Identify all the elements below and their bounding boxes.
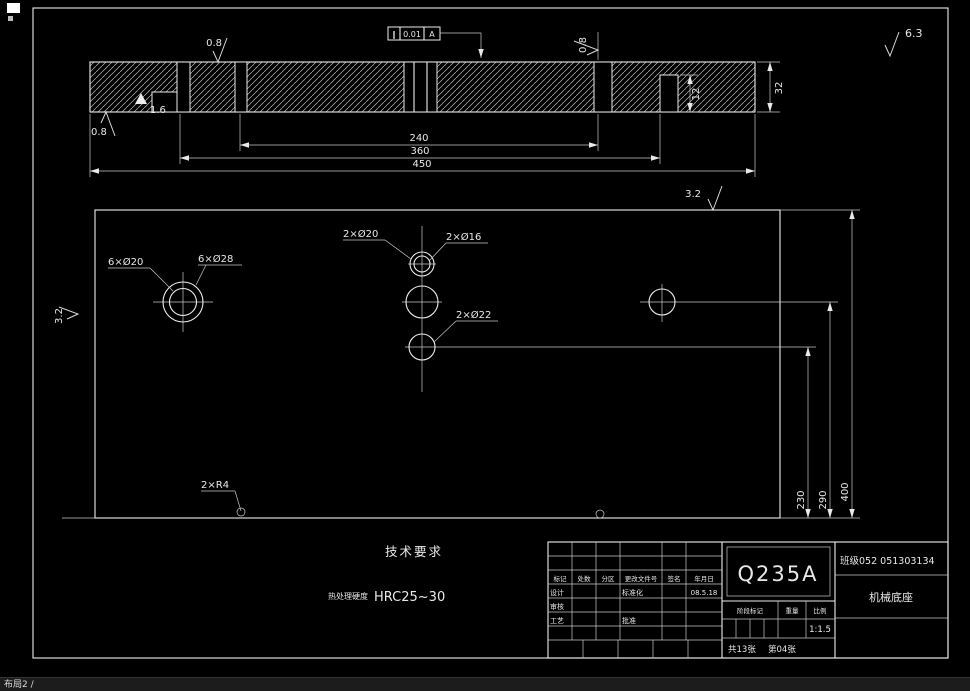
hardness-label: 热处理硬度 (328, 591, 368, 601)
dim-32: 32 (774, 82, 785, 95)
layout-tab[interactable]: 布局2 / (4, 680, 34, 690)
section-slot-2 (234, 61, 248, 113)
roughness-check-icon (212, 37, 228, 64)
row-standard: 标准化 (622, 588, 643, 597)
dim-290: 290 (818, 490, 829, 509)
dim-400: 400 (840, 482, 851, 501)
bottom-edge-mark (595, 509, 605, 519)
row-design: 设计 (550, 588, 564, 597)
hole-2x16 (413, 255, 431, 273)
tech-requirements-heading: 技术要求 (385, 544, 443, 559)
hole-right (648, 288, 676, 316)
plan-hole-labels: 6×Ø20 6×Ø28 2×Ø20 2×Ø16 2×Ø22 2×R4 (108, 228, 498, 512)
roughness-check-icon (58, 306, 80, 320)
drawing-border (32, 7, 949, 659)
roughness-step: 1.6 (150, 105, 166, 116)
feature-control-frame: ∥ 0.01 A (387, 26, 484, 58)
dim-450: 450 (412, 159, 431, 170)
roughness-general: 6.3 (905, 27, 923, 40)
roughness-slot: 0.8 (578, 37, 589, 53)
dim-12: 12 (691, 88, 702, 101)
col-sign: 签名 (668, 574, 681, 583)
datum-triangle-icon (135, 93, 147, 104)
fcf-leader (440, 32, 484, 58)
statusbar: 布局2 / (0, 677, 970, 691)
r4-notch (236, 507, 246, 517)
fcf-datum: A (429, 30, 435, 39)
label-6x28: 6×Ø28 (198, 253, 233, 265)
section-dimension-lines (90, 62, 773, 174)
col-zone: 分区 (602, 574, 616, 583)
scale-label: 比例 (814, 606, 827, 615)
col-mark: 标记 (554, 574, 568, 583)
label-2xr4: 2×R4 (201, 480, 229, 491)
part-name: 机械底座 (869, 590, 913, 604)
fcf-symbol: ∥ (392, 30, 396, 39)
roughness-bottom-left: 0.8 (91, 127, 107, 138)
weight-label: 重量 (786, 607, 800, 615)
label-2x22: 2×Ø22 (456, 309, 491, 321)
roughness-check-icon (884, 31, 900, 58)
hole-2x20 (409, 251, 435, 277)
roughness-symbols-plan: 3.2 3.2 (54, 185, 723, 324)
section-center-hole (403, 61, 438, 113)
plan-dimension-lines (805, 210, 855, 518)
plan-view (62, 209, 860, 519)
roughness-symbols-section: 0.8 0.8 1.6 0.8 6.3 (91, 27, 923, 138)
section-view (89, 61, 756, 113)
scale-value: 1:1.5 (809, 625, 831, 635)
col-count: 处数 (578, 574, 592, 583)
roughness-plan-top: 3.2 (685, 189, 701, 200)
date-value: 08.5.18 (691, 589, 718, 597)
hole-6x28 (162, 281, 204, 323)
fcf-value: 0.01 (403, 30, 421, 39)
stage-label: 阶段标记 (737, 606, 764, 615)
roughness-check-icon (100, 110, 116, 137)
drawing-canvas: 240 360 450 32 12 0.8 0.8 1.6 0.8 6.3 ∥ … (7, 3, 949, 659)
hardness-value: HRC25~30 (374, 590, 445, 605)
dim-230: 230 (796, 490, 807, 509)
roughness-plan-left: 3.2 (54, 308, 65, 324)
section-slot-3 (593, 61, 613, 113)
roughness-top: 0.8 (206, 38, 222, 49)
sheet-no: 第04张 (768, 644, 796, 655)
dim-360: 360 (410, 146, 429, 157)
label-2x20: 2×Ø20 (343, 228, 378, 240)
roughness-check-icon (573, 40, 600, 56)
dim-240: 240 (409, 133, 428, 144)
col-date: 年月日 (694, 574, 714, 583)
hole-2x22 (408, 333, 436, 361)
section-slot-1 (176, 61, 191, 113)
label-2x16: 2×Ø16 (446, 231, 481, 243)
row-process: 工艺 (550, 617, 564, 625)
col-changefile: 更改文件号 (625, 574, 658, 583)
row-check: 审核 (550, 602, 564, 611)
section-counterbore (659, 74, 679, 113)
hole-center (405, 285, 439, 319)
material-grade: Q235A (738, 562, 819, 586)
row-approve: 批准 (622, 616, 636, 625)
title-block: 标记 处数 分区 更改文件号 签名 年月日 设计 标准化 08.5.18 审核 … (547, 541, 949, 659)
sheet-total: 共13张 (728, 645, 756, 655)
hole-6x20 (168, 287, 198, 317)
ucs-corner-marks (7, 3, 20, 21)
label-6x20: 6×Ø20 (108, 256, 143, 268)
org-id: 班级052 051303134 (840, 555, 935, 567)
roughness-check-icon (707, 185, 723, 212)
